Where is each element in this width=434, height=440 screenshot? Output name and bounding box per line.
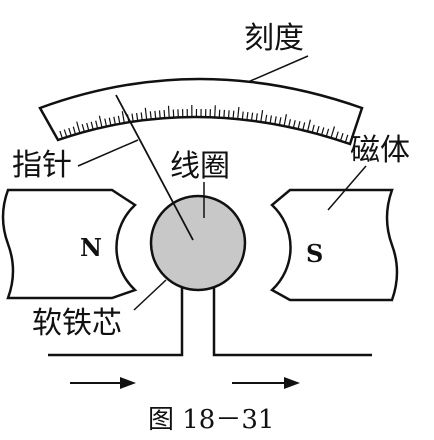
- scale-tick: [154, 110, 157, 119]
- scale-tick: [144, 107, 148, 120]
- scale-label: 刻度: [244, 21, 304, 56]
- scale-tick: [81, 124, 85, 133]
- scale-tick: [292, 120, 296, 129]
- scale-tick: [288, 119, 291, 128]
- north-magnet: [1, 188, 138, 300]
- soft-iron-core: [149, 194, 247, 292]
- scale-tick: [325, 128, 330, 137]
- arrow-right-icon: [70, 377, 136, 389]
- scale-tick: [264, 114, 268, 123]
- arrow-right-icon: [232, 377, 300, 389]
- scale-tick: [278, 117, 282, 126]
- scale-tick: [214, 105, 216, 118]
- south-pole-label: S: [306, 239, 323, 268]
- lead-wires: [48, 286, 372, 357]
- scale-arc: [38, 77, 364, 146]
- scale-tick: [232, 110, 235, 119]
- scale-tick: [167, 105, 170, 118]
- scale-tick: [223, 109, 225, 118]
- pointer-needle: [115, 94, 194, 241]
- scale-tick: [90, 121, 94, 130]
- scale-tick: [241, 111, 244, 120]
- magnet-label: 磁体: [350, 133, 410, 168]
- scale-tick: [108, 117, 112, 126]
- scale-tick: [274, 116, 277, 125]
- scale-tick: [297, 121, 301, 130]
- scale-tick: [121, 111, 125, 124]
- scale-tick: [76, 121, 81, 134]
- scale-tick: [98, 115, 103, 128]
- scale-tick: [113, 116, 116, 125]
- scale-tick: [63, 129, 68, 138]
- scale-tick: [140, 112, 143, 121]
- scale-tick: [344, 134, 349, 143]
- scale-tick: [68, 127, 72, 136]
- scale-tick: [255, 113, 258, 122]
- coil-label: 线圈: [170, 149, 230, 184]
- scale-tick: [330, 126, 336, 139]
- scale-tick: [260, 110, 264, 122]
- pointer-label: 指针: [12, 148, 72, 183]
- iron-core-label: 软铁芯: [32, 306, 122, 341]
- magnet-leader: [327, 165, 367, 211]
- scale-ticks: [59, 104, 349, 143]
- scale-tick: [335, 131, 339, 140]
- scale-tick: [72, 126, 77, 135]
- scale-tick: [59, 130, 63, 139]
- scale-tick: [246, 112, 249, 121]
- scale-tick: [136, 112, 139, 121]
- scale-tick: [104, 118, 108, 127]
- scale-tick: [316, 125, 320, 134]
- scale-tick: [306, 119, 311, 132]
- scale-tick: [283, 114, 287, 127]
- scale-tick: [237, 107, 240, 120]
- iron-core-leader: [133, 279, 167, 311]
- scale-tick: [269, 115, 272, 124]
- north-pole-label: N: [80, 233, 102, 262]
- scale-tick: [311, 124, 315, 133]
- scale-tick: [95, 120, 99, 129]
- scale-tick: [149, 111, 152, 120]
- scale-tick: [158, 110, 161, 119]
- pointer-leader: [77, 139, 139, 167]
- scale-tick: [117, 115, 121, 124]
- scale-leader: [247, 55, 309, 83]
- scale-tick: [86, 122, 90, 131]
- scale-tick: [227, 110, 230, 119]
- scale-tick: [163, 110, 166, 119]
- scale-tick: [339, 133, 344, 141]
- scale-tick: [131, 113, 134, 122]
- scale-tick: [302, 122, 306, 131]
- south-magnet: [269, 188, 399, 302]
- scale-tick: [321, 127, 325, 136]
- figure-caption: 图 18－31: [148, 405, 274, 435]
- scale-tick: [250, 112, 254, 121]
